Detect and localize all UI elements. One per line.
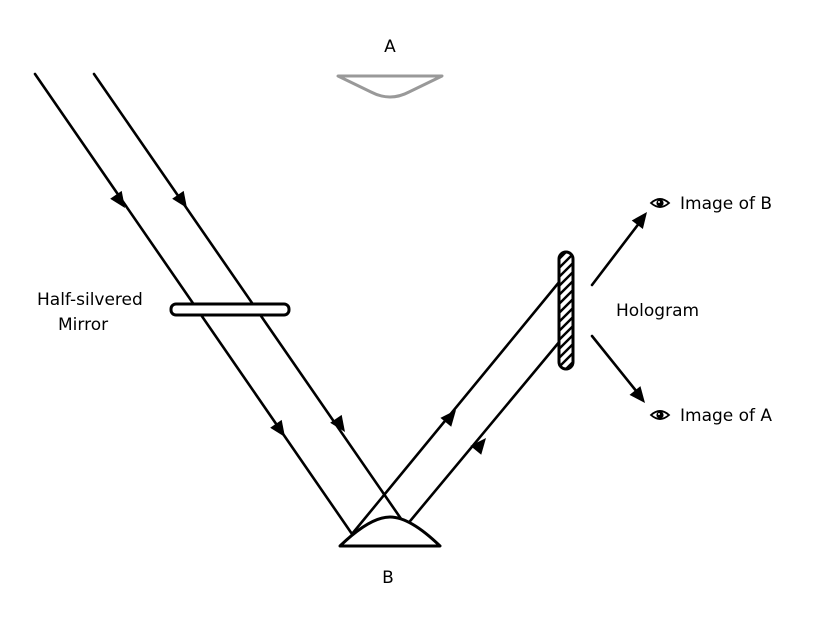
mirror-label-line1: Half-silvered (37, 290, 143, 310)
arrow-image-a (629, 386, 645, 403)
object-a-label: A (384, 37, 396, 57)
eye-icon (649, 410, 671, 420)
object-b-label: B (382, 568, 394, 588)
hologram-plate (557, 250, 575, 371)
image-a-beam (590, 334, 639, 394)
arrow-incoming-left-upper (110, 190, 125, 208)
image-b-label: Image of B (680, 194, 772, 214)
eye-icon (649, 198, 671, 208)
object-a-shape (336, 74, 444, 99)
object-beam-left (350, 279, 562, 536)
arrow-image-b (631, 212, 647, 229)
mirror-label-line2: Mirror (58, 315, 108, 335)
arrow-object-beam-right (470, 438, 486, 455)
object-b-shape (338, 515, 442, 548)
image-a-label: Image of A (680, 406, 772, 426)
arrow-incoming-left-lower (270, 419, 285, 437)
hologram-label: Hologram (616, 301, 699, 321)
incoming-beam-right (92, 72, 408, 528)
image-b-beam (590, 220, 642, 287)
arrow-object-beam-left (440, 410, 456, 427)
object-beam-right (404, 339, 562, 528)
arrow-incoming-right-upper (172, 190, 187, 208)
half-silvered-mirror (169, 302, 291, 317)
arrow-incoming-right-lower (330, 414, 345, 432)
